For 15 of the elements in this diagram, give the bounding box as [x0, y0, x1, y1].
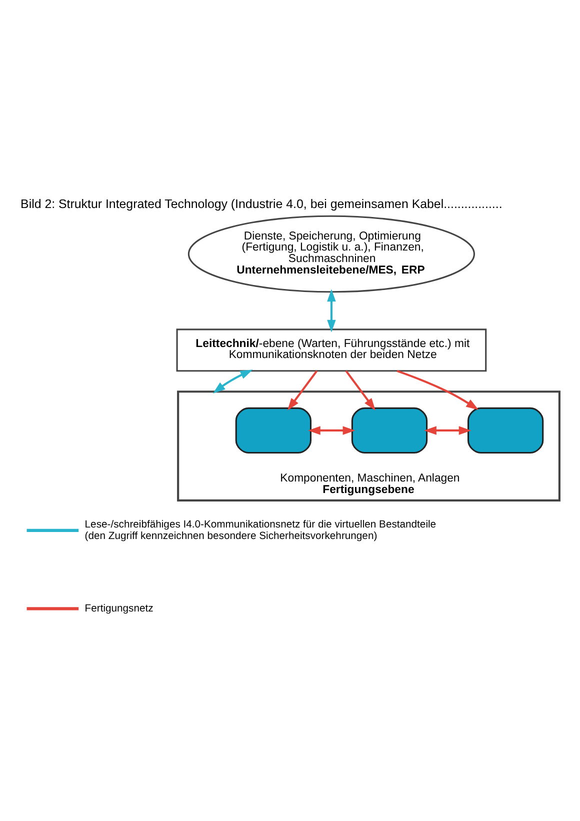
arrow: [212, 370, 253, 394]
node-box: [351, 407, 428, 454]
arrow: [424, 426, 472, 435]
diagram-title: Bild 2: Struktur Integrated Technology (Industrie 4.0, bei gemeinsamen Kabel.................: [20, 197, 502, 212]
arrow: [287, 370, 318, 411]
legend-label: Fertigungsnetz: [84, 603, 154, 614]
node-ellipse: Dienste, Speicherung, Optimierung (Fertigung, Logistik u. a.), Finanzen, Suchmaschninen Unternehmensleitebene/MES, ERP: [188, 215, 475, 293]
cluster: Komponenten, Maschinen, Anlagen Fertigungsebene: [177, 390, 560, 502]
node-box: [467, 407, 544, 454]
legend-label: Lese-/schreibfähiges I4.0-Kommunikationsnetz für die virtuellen Bestandteile (den Zugriff kennzeichnen besondere Sicherheitsvorkehrungen): [84, 519, 436, 542]
arrow: [345, 370, 376, 411]
arrow: [327, 289, 336, 332]
node-box: Leittechnik/-ebene (Warten, Führungsstände etc.) mit Kommunikationsknoten der beiden Netze: [176, 328, 487, 372]
node-box: [235, 407, 312, 454]
arrow: [308, 426, 356, 435]
